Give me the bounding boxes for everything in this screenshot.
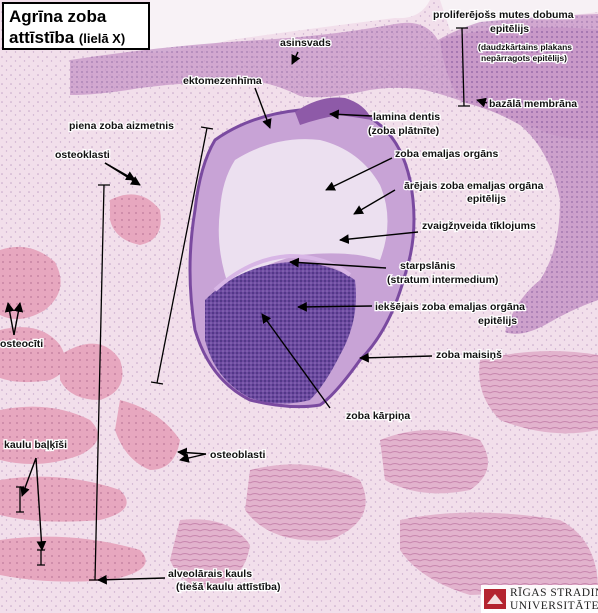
- stellate-reticulum: [218, 139, 388, 290]
- arrow-osteoklasti-2: [104, 162, 136, 181]
- arrow-osteoblasti-1: [177, 447, 207, 458]
- bracket-piena-zoba: [150, 126, 214, 385]
- title-line-2: attīstība (lielā X): [9, 28, 125, 48]
- arrow-bazala: [476, 97, 488, 108]
- title-main: attīstība: [9, 28, 75, 47]
- dental-papilla: [205, 262, 356, 404]
- brackets: [16, 27, 470, 581]
- label-maisins: zoba maisiņš: [436, 349, 502, 361]
- title-box: Agrīna zoba attīstība (lielā X): [2, 2, 150, 50]
- label-karpina: zoba kārpiņa: [346, 410, 410, 422]
- rsu-logo: RĪGAS STRADIŅA UNIVERSITĀTE: [481, 585, 598, 613]
- annotation-arrows: [4, 51, 488, 585]
- arrow-arejais: [353, 189, 396, 215]
- bracket-proliferating: [456, 27, 470, 107]
- arrow-karpina: [261, 313, 331, 409]
- arrow-asinsvads: [291, 51, 301, 65]
- label-ieks-2: epitēlijs: [478, 315, 517, 327]
- arrow-lamina: [329, 109, 373, 120]
- arrow-kaulu-2: [35, 457, 47, 551]
- bone-trabeculae: [0, 194, 180, 582]
- label-alv-2: (tiešā kaulu attīstība): [176, 581, 280, 593]
- arrow-osteociti-2: [13, 302, 24, 336]
- arrow-osteociti-1: [4, 302, 15, 336]
- arrow-kaulu-1: [20, 457, 37, 497]
- label-lamina-1: lamina dentis: [373, 111, 440, 123]
- labels: asinsvads proliferējošs mutes dobuma epi…: [0, 8, 579, 595]
- label-prolif-1: proliferējošs mutes dobuma: [433, 9, 574, 21]
- label-ieks-1: iekšējais zoba emaljas orgāna: [375, 301, 525, 313]
- logo-line-1: RĪGAS STRADIŅA: [510, 587, 598, 599]
- logo-line-2: UNIVERSITĀTE: [510, 600, 598, 612]
- arrow-starp: [289, 257, 387, 269]
- label-prolif-4: nepārragots epitēlijs): [481, 53, 567, 63]
- title-line-1: Agrīna zoba: [9, 7, 107, 26]
- label-piena: piena zoba aizmetnis: [69, 120, 174, 132]
- label-osteoblasti: osteoblasti: [210, 449, 266, 461]
- label-zvaigz: zvaigžņveida tīklojums: [422, 220, 536, 232]
- arrow-osteoblasti-2: [179, 453, 207, 463]
- label-bazala: bazālā membrāna: [489, 98, 577, 110]
- arrow-zvaigz: [339, 231, 419, 244]
- label-asinsvads: asinsvads: [280, 37, 331, 49]
- label-ektomezenhima: ektomezenhīma: [183, 75, 262, 87]
- lumen-space: [150, 0, 430, 53]
- label-starp-2: (stratum intermedium): [387, 274, 498, 286]
- arrow-maisins: [359, 352, 433, 363]
- label-emaljas-organs: zoba emaljas orgāns: [395, 148, 498, 160]
- label-prolif-3: (daudzkārtains plakans: [478, 42, 572, 52]
- arrow-ieks: [297, 301, 373, 312]
- label-arejais-1: ārējais zoba emaljas orgāna: [404, 180, 544, 192]
- label-osteociti: osteocīti: [0, 338, 43, 350]
- rsu-emblem-icon: [484, 589, 506, 609]
- label-starp-1: starpslānis: [400, 260, 456, 272]
- arrow-ektomezenhima: [254, 87, 272, 129]
- label-prolif-2: epitēlijs: [490, 23, 529, 35]
- arrow-emaljas: [325, 157, 393, 191]
- arrow-alveolar: [97, 574, 166, 585]
- label-arejais-2: epitēlijs: [467, 193, 506, 205]
- label-osteoklasti: osteoklasti: [55, 149, 110, 161]
- label-kaulu-balk: kaulu baļķīši: [4, 439, 67, 451]
- label-lamina-2: (zoba plātnīte): [368, 125, 439, 137]
- title-magnification: (lielā X): [78, 31, 126, 46]
- label-alv-1: alveolārais kauls: [168, 568, 252, 580]
- muscle-bundles: [170, 351, 598, 595]
